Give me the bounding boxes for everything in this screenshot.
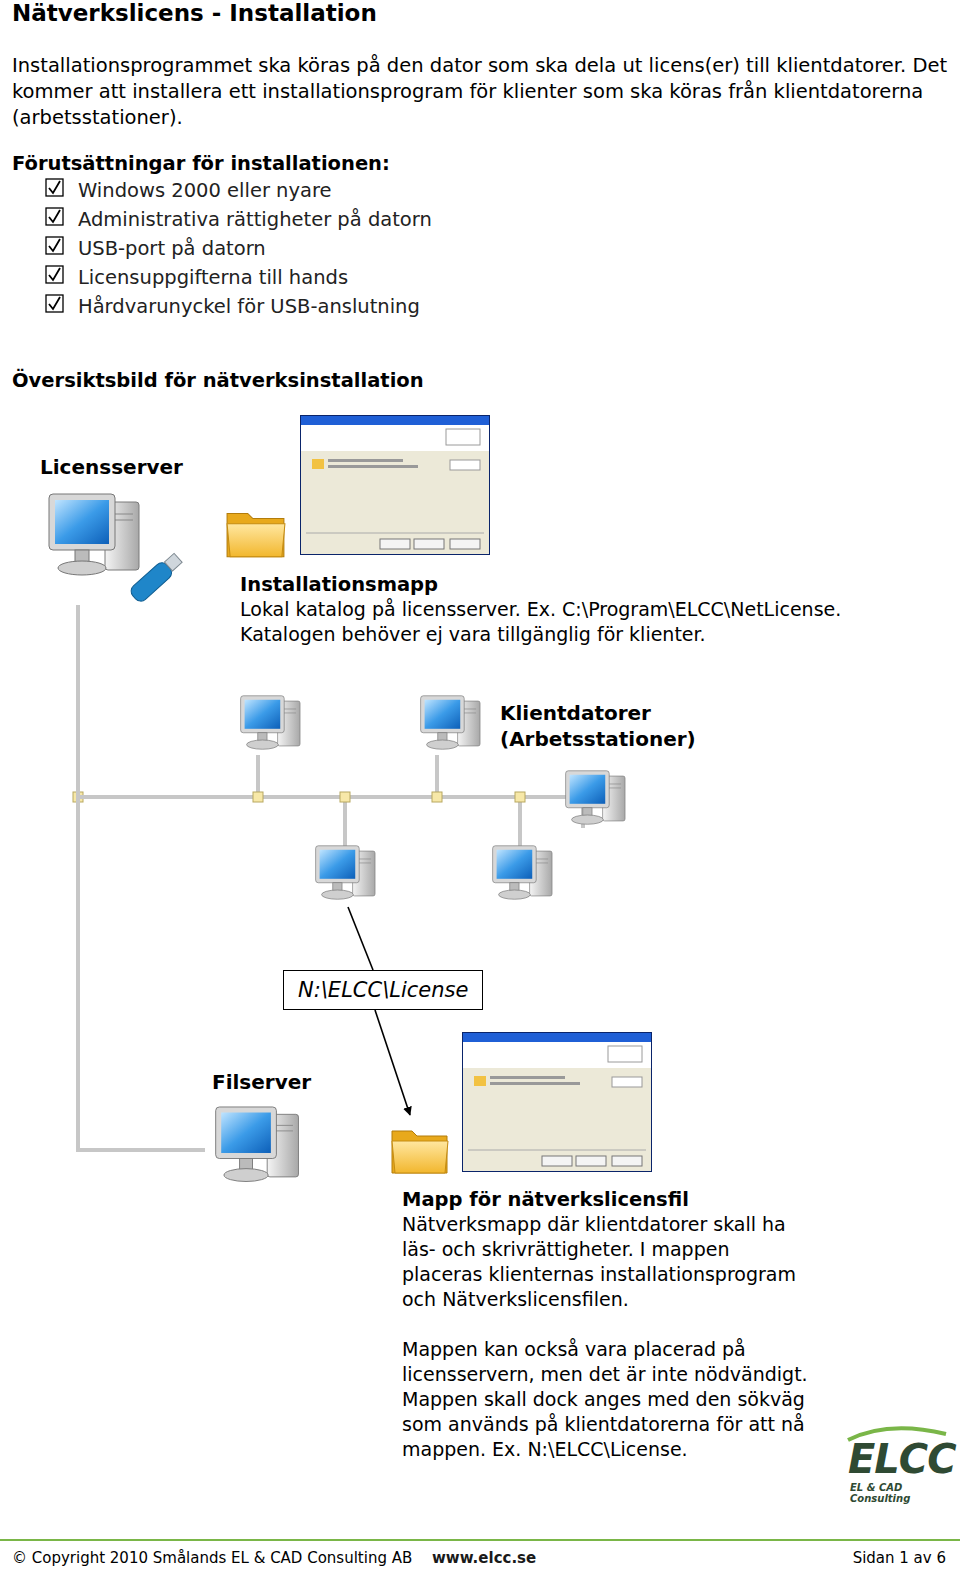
check-item: USB-port på datorn: [78, 237, 266, 260]
client-group: Klientdatorer (Arbetsstationer): [238, 692, 658, 907]
logo-subtitle: EL & CAD Consulting: [850, 1482, 960, 1504]
intro-text: Installationsprogrammet ska köras på den…: [12, 53, 948, 131]
check-item: Licensuppgifterna till hands: [78, 266, 348, 289]
section-heading: Förutsättningar för installationen:: [12, 152, 390, 175]
footer-copyright: © Copyright 2010 Smålands EL & CAD Consu…: [12, 1549, 412, 1567]
node-heading: N:\ELCC\License: [298, 978, 468, 1002]
check-item: Hårdvarunyckel för USB-anslutning: [78, 295, 420, 318]
node-heading: Filserver: [212, 1070, 355, 1094]
arrow-connector: [375, 1010, 410, 1115]
section-heading: Översiktsbild för nätverksinstallation: [12, 369, 424, 392]
node-body: Mappen kan också vara placerad på licens…: [402, 1337, 815, 1462]
path-box: N:\ELCC\License: [283, 970, 483, 1010]
arrow-connector: [348, 907, 373, 970]
check-item: Windows 2000 eller nyare: [78, 179, 332, 202]
logo-text: ELCC: [848, 1436, 956, 1482]
footer-url: www.elcc.se: [432, 1549, 536, 1567]
node-heading: Licensserver: [40, 455, 218, 479]
check-item: Administrativa rättigheter på datorn: [78, 208, 432, 231]
server-group: Filserver: [205, 1070, 355, 1195]
network-cable: [78, 605, 238, 797]
page-title: Nätverkslicens - Installation: [12, 0, 377, 26]
node-heading: Mapp för nätverkslicensfil: [402, 1187, 815, 1212]
footer-page: Sidan 1 av 6: [853, 1549, 946, 1567]
server-group: Licensserver: [40, 455, 218, 605]
network-folder-note: Mapp för nätverkslicensfilNätverksmapp d…: [390, 1115, 815, 1466]
install-folder-note: InstallationsmappLokal katalog på licens…: [240, 572, 930, 651]
network-cable: [78, 605, 205, 1150]
node-body: Lokal katalog på licensserver. Ex. C:\Pr…: [240, 597, 880, 647]
node-heading: Klientdatorer (Arbetsstationer): [500, 700, 700, 752]
node-heading: Installationsmapp: [240, 572, 930, 597]
node-body: Nätverksmapp där klientdatorer skall ha …: [402, 1212, 815, 1312]
